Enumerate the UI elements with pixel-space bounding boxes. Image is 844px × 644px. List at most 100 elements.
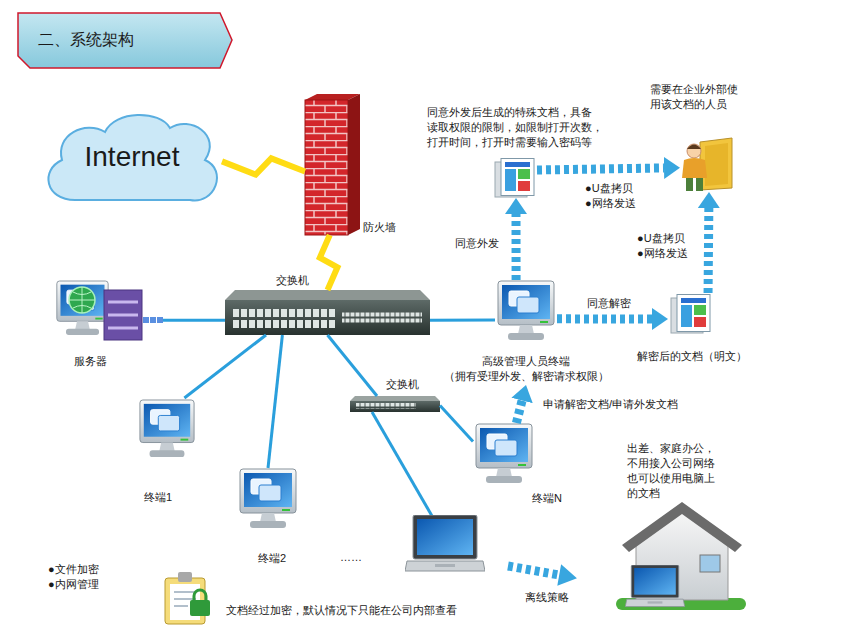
- person-at-door: [705, 143, 728, 186]
- node-label: 终端1: [128, 490, 188, 505]
- node-label: 同意外发后生成的特殊文档，具备 读取权限的限制，如限制打开次数， 打开时间，打开…: [427, 105, 612, 150]
- node-label: 需要在企业外部使 用该文档的人员: [650, 82, 745, 112]
- ellipsis-mark: ……: [340, 550, 362, 565]
- server-symbol: [69, 287, 95, 313]
- document-icon: [495, 159, 534, 198]
- document-node: 同意外发后生成的特殊文档，具备 读取权限的限制，如限制打开次数， 打开时间，打开…: [492, 158, 537, 198]
- person-at-door: [687, 144, 701, 158]
- node-label: 交换机: [372, 377, 432, 392]
- house-symbol: [616, 502, 746, 610]
- flow-arrow: [557, 314, 652, 323]
- node-label: 高级管理人员终端: [426, 354, 626, 369]
- lightning-link: [222, 158, 305, 174]
- node-label: 防火墙: [363, 220, 413, 235]
- offline-arrow: [506, 555, 579, 589]
- lightning-link: [320, 235, 338, 290]
- sub-switch: [350, 396, 440, 412]
- switch-node: 交换机: [225, 290, 430, 335]
- server-symbol: [57, 281, 163, 340]
- house-node: 出差、家庭办公， 不用接入公司网络 也可以使用电脑上 的文档: [618, 500, 746, 612]
- section-title: 二、系统架构: [38, 30, 134, 50]
- house-symbol: [700, 555, 720, 572]
- network-cable: [328, 335, 378, 396]
- house-symbol: [625, 565, 684, 607]
- switch-node: 交换机: [350, 396, 440, 412]
- bullet-note: ●内网管理: [48, 577, 99, 592]
- bullet-note: ●U盘拷贝: [585, 181, 633, 196]
- terminal-monitor: [476, 424, 532, 483]
- node-label: 服务器: [60, 354, 120, 369]
- server-symbol: [157, 317, 163, 323]
- terminal-monitor: [140, 281, 554, 528]
- document-node: 解密后的文档（明文）: [668, 293, 713, 335]
- sub-switch: [350, 401, 440, 412]
- clipboard-lock: [194, 590, 206, 601]
- network-cable: [163, 319, 225, 322]
- firewall-wall: [348, 94, 360, 235]
- title-banner: [18, 13, 232, 68]
- flow-arrow: [537, 168, 664, 170]
- node-label: Internet: [42, 140, 222, 174]
- bullet-note: ●网络发送: [585, 196, 636, 211]
- flow-arrow: [512, 214, 521, 280]
- server-symbol: [143, 317, 149, 323]
- clipboard-lock: [165, 572, 210, 624]
- offline-arrow: [508, 566, 559, 575]
- clipboard-lock: [178, 572, 192, 582]
- bullet-note: ●文件加密: [48, 562, 99, 577]
- offline-arrow: [557, 564, 579, 589]
- person-node: 需要在企业外部使 用该文档的人员: [680, 138, 738, 192]
- edge-label: 申请解密文档/申请外发文档: [543, 397, 678, 412]
- node-label: 交换机: [262, 273, 322, 288]
- firewall-wall: [305, 94, 360, 235]
- edge-label: 同意解密: [587, 296, 631, 311]
- network-cable: [430, 318, 495, 321]
- node-label: 终端2: [242, 551, 302, 566]
- main-switch: [342, 312, 422, 324]
- terminal-monitor: [498, 281, 554, 340]
- network-cable: [440, 406, 473, 442]
- flow-arrow: [516, 401, 522, 423]
- server-symbol: [150, 317, 156, 323]
- network-cable: [268, 335, 282, 468]
- main-switch: [225, 290, 430, 300]
- note-text: 文档经过加密，默认情况下只能在公司内部查看: [226, 603, 457, 618]
- terminal-node: 终端2: [238, 468, 298, 530]
- server-symbol: [57, 281, 108, 335]
- terminal-monitor: [140, 400, 194, 457]
- main-switch: [232, 306, 336, 328]
- sub-switch: [356, 403, 416, 409]
- edge-label: 同意外发: [455, 236, 499, 251]
- bullet-note: ●U盘拷贝: [637, 231, 685, 246]
- document-icon: [671, 295, 710, 334]
- terminal-node: 终端N: [473, 423, 535, 485]
- document-icon: [495, 159, 710, 334]
- house-symbol: [622, 502, 742, 552]
- server-node: 服务器: [55, 280, 163, 342]
- node-label: 出差、家庭办公， 不用接入公司网络 也可以使用电脑上 的文档: [627, 441, 722, 501]
- main-switch: [225, 300, 430, 335]
- person-at-door: [682, 138, 732, 191]
- firewall-wall: [305, 100, 348, 235]
- flow-arrow: [704, 208, 714, 293]
- terminal-monitor: [240, 469, 296, 528]
- firewall-node: 防火墙: [305, 94, 360, 235]
- bullet-note: ●网络发送: [637, 246, 688, 261]
- network-wire: [372, 412, 432, 516]
- title-banner: [18, 13, 232, 68]
- node-label: 解密后的文档（明文）: [637, 349, 757, 364]
- arrow-label: 离线策略: [525, 590, 569, 605]
- person-at-door: [696, 178, 703, 191]
- person-at-door: [687, 145, 701, 150]
- network-wire: [372, 412, 432, 516]
- laptop-symbol: [405, 515, 485, 571]
- person-at-door: [686, 178, 693, 191]
- sub-switch: [350, 396, 440, 401]
- node-label: （拥有受理外发、解密请求权限）: [426, 369, 626, 384]
- server-symbol: [108, 302, 138, 328]
- terminal-node: 高级管理人员终端（拥有受理外发、解密请求权限）: [495, 280, 557, 385]
- server-symbol: [104, 290, 142, 340]
